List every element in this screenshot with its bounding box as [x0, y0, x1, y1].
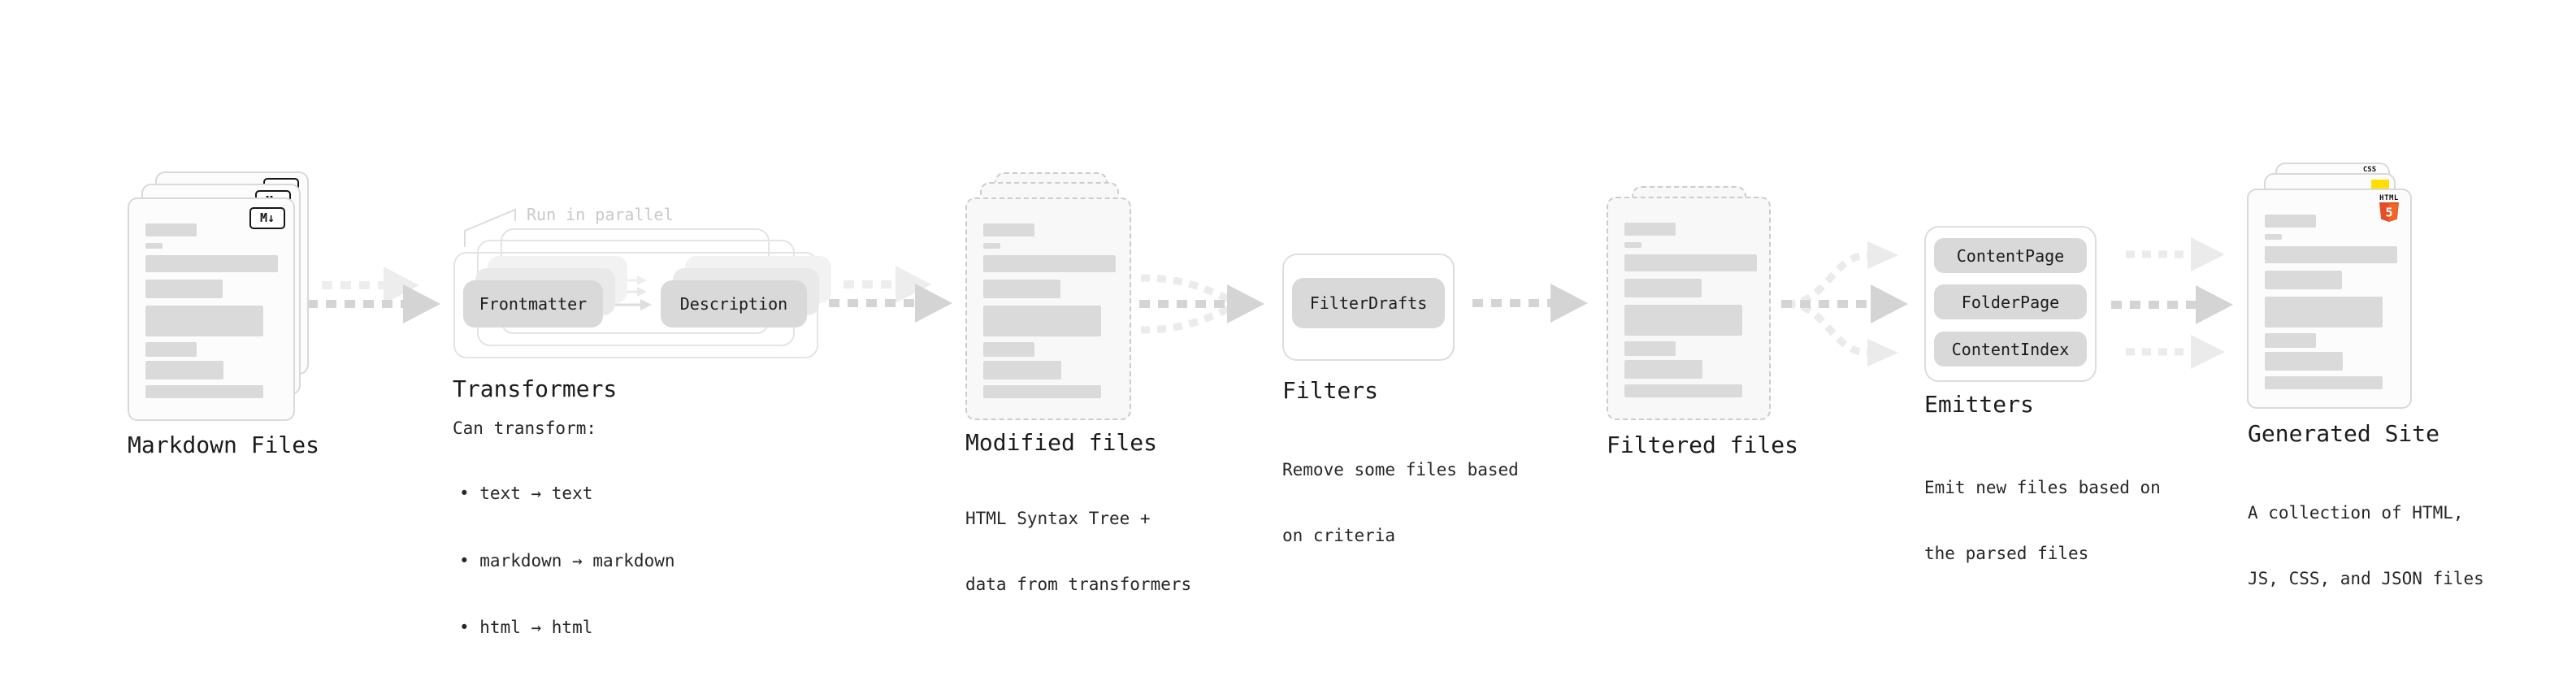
desc-line: JS, CSS, and JSON files — [2248, 569, 2484, 588]
html5-icon: HTML 5 — [2377, 194, 2401, 225]
desc-line: on criteria — [1282, 526, 1396, 545]
desc-line: HTML Syntax Tree + — [965, 509, 1151, 528]
desc-line: Emit new files based on — [1924, 478, 2161, 497]
doc-text-line — [2265, 352, 2343, 371]
doc-text-line — [983, 243, 1000, 249]
doc-text-line — [983, 342, 1034, 357]
site-page-html: HTML 5 — [2247, 189, 2412, 409]
doc-text-line — [145, 361, 223, 380]
arrow-transformers-to-modified — [829, 266, 952, 323]
bullet-line: • text → text — [459, 484, 593, 503]
doc-text-line — [1624, 384, 1742, 397]
stage-label-filters: Filters — [1282, 377, 1379, 404]
desc-line: A collection of HTML, — [2248, 503, 2464, 523]
js-icon — [2371, 180, 2389, 189]
arrow-modified-to-filters — [1139, 274, 1264, 334]
doc-text-line — [2265, 271, 2342, 289]
arrow-filters-to-filtered — [1472, 284, 1588, 323]
doc-text-line — [1624, 341, 1676, 356]
filters-desc: Remove some files based on criteria — [1282, 415, 1519, 591]
filtered-page-front — [1607, 197, 1771, 420]
site-desc: A collection of HTML, JS, CSS, and JSON … — [2248, 458, 2484, 634]
doc-text-line — [2265, 215, 2316, 228]
stage-label-emitters: Emitters — [1924, 391, 2034, 418]
doc-text-line — [983, 223, 1034, 236]
desc-line: the parsed files — [1924, 544, 2089, 563]
doc-text-line — [145, 223, 197, 236]
doc-text-line — [1624, 305, 1742, 336]
doc-text-line — [1624, 242, 1641, 248]
doc-text-line — [145, 342, 197, 357]
stage-label-site: Generated Site — [2248, 420, 2440, 447]
stage-label-transformers: Transformers — [453, 375, 618, 402]
doc-text-line — [145, 243, 163, 249]
filterdrafts-pill: FilterDrafts — [1292, 278, 1445, 328]
doc-text-line — [145, 280, 223, 298]
stage-label-markdown: Markdown Files — [128, 432, 320, 458]
modified-desc: HTML Syntax Tree + data from transformer… — [965, 464, 1191, 640]
svg-text:5: 5 — [2385, 206, 2392, 220]
doc-text-line — [1624, 254, 1757, 271]
desc-line: data from transformers — [965, 575, 1192, 594]
doc-text-line — [2265, 234, 2282, 240]
arrow-filtered-to-emitters — [1781, 241, 1908, 367]
doc-text-line — [983, 361, 1061, 380]
stage-label-modified: Modified files — [965, 429, 1158, 456]
doc-text-line — [1624, 360, 1702, 379]
contentindex-pill: ContentIndex — [1934, 332, 2087, 367]
doc-text-line — [983, 255, 1116, 272]
folderpage-pill: FolderPage — [1934, 284, 2087, 319]
doc-text-line — [145, 306, 263, 336]
doc-text-line — [2265, 246, 2397, 263]
description-pill: Description — [661, 280, 807, 327]
doc-text-line — [145, 255, 278, 272]
transformers-desc-title: Can transform: — [453, 419, 597, 438]
doc-text-line — [983, 280, 1060, 298]
html5-shield: 5 — [2379, 202, 2399, 222]
bullet-line: • markdown → markdown — [459, 550, 675, 570]
doc-text-line — [145, 385, 263, 398]
bullet-line: • html → html — [459, 618, 593, 637]
modified-page-front — [965, 197, 1131, 420]
desc-line: Remove some files based — [1282, 460, 1519, 479]
contentpage-pill: ContentPage — [1934, 238, 2087, 273]
css-icon-text: CSS — [2362, 166, 2377, 174]
doc-text-line — [1624, 223, 1676, 236]
markdown-icon: M↓ — [249, 207, 285, 229]
stage-label-filtered: Filtered files — [1607, 432, 1799, 458]
markdown-page-front: M↓ — [128, 197, 295, 421]
doc-text-line — [983, 385, 1101, 398]
arrow-markdown-to-transformers — [307, 267, 440, 323]
html5-icon-word: HTML — [2379, 194, 2399, 202]
doc-text-line — [2265, 297, 2383, 327]
frontmatter-pill: Frontmatter — [463, 280, 603, 327]
doc-text-line — [2265, 333, 2316, 348]
doc-text-line — [2265, 376, 2383, 389]
doc-text-line — [1624, 279, 1702, 297]
doc-text-line — [983, 306, 1101, 336]
transformers-bullets: • text → text • markdown → markdown • ht… — [459, 438, 675, 681]
arrow-emitters-to-site — [2111, 237, 2233, 369]
run-in-parallel-note: Run in parallel — [527, 205, 674, 224]
emitters-desc: Emit new files based on the parsed files — [1924, 433, 2161, 609]
